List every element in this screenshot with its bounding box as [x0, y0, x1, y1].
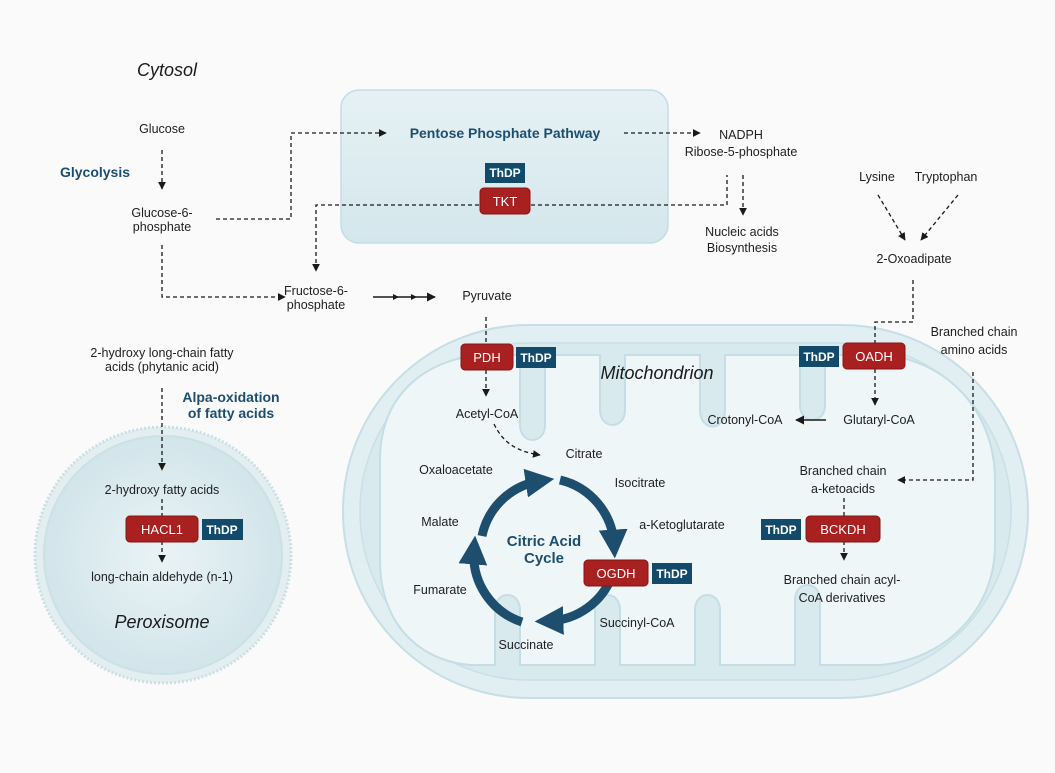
region-mitochondrion: Mitochondrion	[600, 363, 713, 383]
label-acetyl-coa: Acetyl-CoA	[456, 407, 519, 421]
pathway-ppp: Pentose Phosphate Pathway	[410, 125, 601, 141]
label-bc-acyl-coa: Branched chain acyl-	[784, 573, 901, 587]
svg-text:BCKDH: BCKDH	[820, 522, 866, 537]
label-nucleic-acids: Nucleic acids	[705, 225, 779, 239]
pathway-alpha-oxidation: Alpa-oxidation	[182, 389, 279, 405]
label-fructose-6-phosphate: Fructose-6-	[284, 284, 348, 298]
svg-text:TKT: TKT	[493, 194, 518, 209]
pathway-alpha-oxidation-2: of fatty acids	[188, 405, 275, 421]
cofactor-badge-pdh: ThDP	[516, 347, 556, 368]
label-glutaryl-coa: Glutaryl-CoA	[843, 413, 915, 427]
enzyme-tkt: TKT	[479, 187, 531, 215]
cofactor-badge-hacl1: ThDP	[202, 519, 243, 540]
svg-text:ThDP: ThDP	[656, 567, 687, 581]
label-a-ketoglutarate: a-Ketoglutarate	[639, 518, 725, 532]
label-malate: Malate	[421, 515, 459, 529]
label-fructose-6-phosphate-2: phosphate	[287, 298, 345, 312]
metabolite-labels: Glucose Glucose-6- phosphate Fructose-6-…	[90, 122, 1017, 652]
label-succinate: Succinate	[499, 638, 554, 652]
label-ribose-5-phosphate: Ribose-5-phosphate	[685, 145, 798, 159]
peroxisome-compartment	[33, 425, 293, 685]
label-glucose-6-phosphate: Glucose-6-	[131, 206, 192, 220]
enzyme-ogdh: OGDH	[583, 559, 649, 587]
cofactor-badge-oadh: ThDP	[799, 346, 839, 367]
label-bcaa-2: amino acids	[941, 343, 1008, 357]
label-lysine: Lysine	[859, 170, 895, 184]
cofactor-badge-tkt: ThDP	[485, 163, 525, 183]
label-oxaloacetate: Oxaloacetate	[419, 463, 493, 477]
svg-text:ThDP: ThDP	[803, 350, 834, 364]
label-bcka-2: a-ketoacids	[811, 482, 875, 496]
region-cytosol: Cytosol	[137, 60, 198, 80]
label-glucose-6-phosphate-2: phosphate	[133, 220, 191, 234]
label-isocitrate: Isocitrate	[615, 476, 666, 490]
svg-text:ThDP: ThDP	[206, 523, 237, 537]
svg-text:HACL1: HACL1	[141, 522, 183, 537]
svg-text:PDH: PDH	[473, 350, 500, 365]
enzyme-hacl1: HACL1	[125, 515, 199, 543]
cofactor-badge-bckdh: ThDP	[761, 519, 801, 540]
cristae-membrane	[379, 354, 996, 666]
svg-text:ThDP: ThDP	[520, 351, 551, 365]
label-phytanic-acid-2: acids (phytanic acid)	[105, 360, 219, 374]
svg-text:OADH: OADH	[855, 349, 893, 364]
connectors	[158, 129, 974, 563]
svg-text:OGDH: OGDH	[597, 566, 636, 581]
enzyme-bckdh: BCKDH	[805, 515, 881, 543]
label-tryptophan: Tryptophan	[915, 170, 978, 184]
label-crotonyl-coa: Crotonyl-CoA	[707, 413, 783, 427]
label-bcka: Branched chain	[800, 464, 887, 478]
label-phytanic-acid: 2-hydroxy long-chain fatty	[90, 346, 234, 360]
label-bc-acyl-coa-2: CoA derivatives	[799, 591, 886, 605]
region-peroxisome: Peroxisome	[114, 612, 209, 632]
svg-text:ThDP: ThDP	[765, 523, 796, 537]
label-nadph: NADPH	[719, 128, 763, 142]
label-glucose: Glucose	[139, 122, 185, 136]
enzyme-oadh: OADH	[842, 342, 906, 370]
mitochondrion-compartment	[342, 324, 1029, 699]
label-pyruvate: Pyruvate	[462, 289, 511, 303]
svg-text:ThDP: ThDP	[489, 166, 520, 180]
pathway-glycolysis: Glycolysis	[60, 164, 130, 180]
label-succinyl-coa: Succinyl-CoA	[599, 616, 675, 630]
label-2-oxoadipate: 2-Oxoadipate	[876, 252, 951, 266]
enzyme-pdh: PDH	[460, 343, 514, 371]
cofactor-badge-ogdh: ThDP	[652, 563, 692, 584]
label-nucleic-acids-2: Biosynthesis	[707, 241, 777, 255]
label-bcaa: Branched chain	[931, 325, 1018, 339]
pathway-tca-2: Cycle	[524, 550, 564, 567]
label-2-hydroxy-fatty-acids: 2-hydroxy fatty acids	[105, 483, 220, 497]
label-long-chain-aldehyde: long-chain aldehyde (n-1)	[91, 570, 233, 584]
pathway-tca: Citric Acid	[507, 533, 581, 550]
label-fumarate: Fumarate	[413, 583, 467, 597]
label-citrate: Citrate	[566, 447, 603, 461]
